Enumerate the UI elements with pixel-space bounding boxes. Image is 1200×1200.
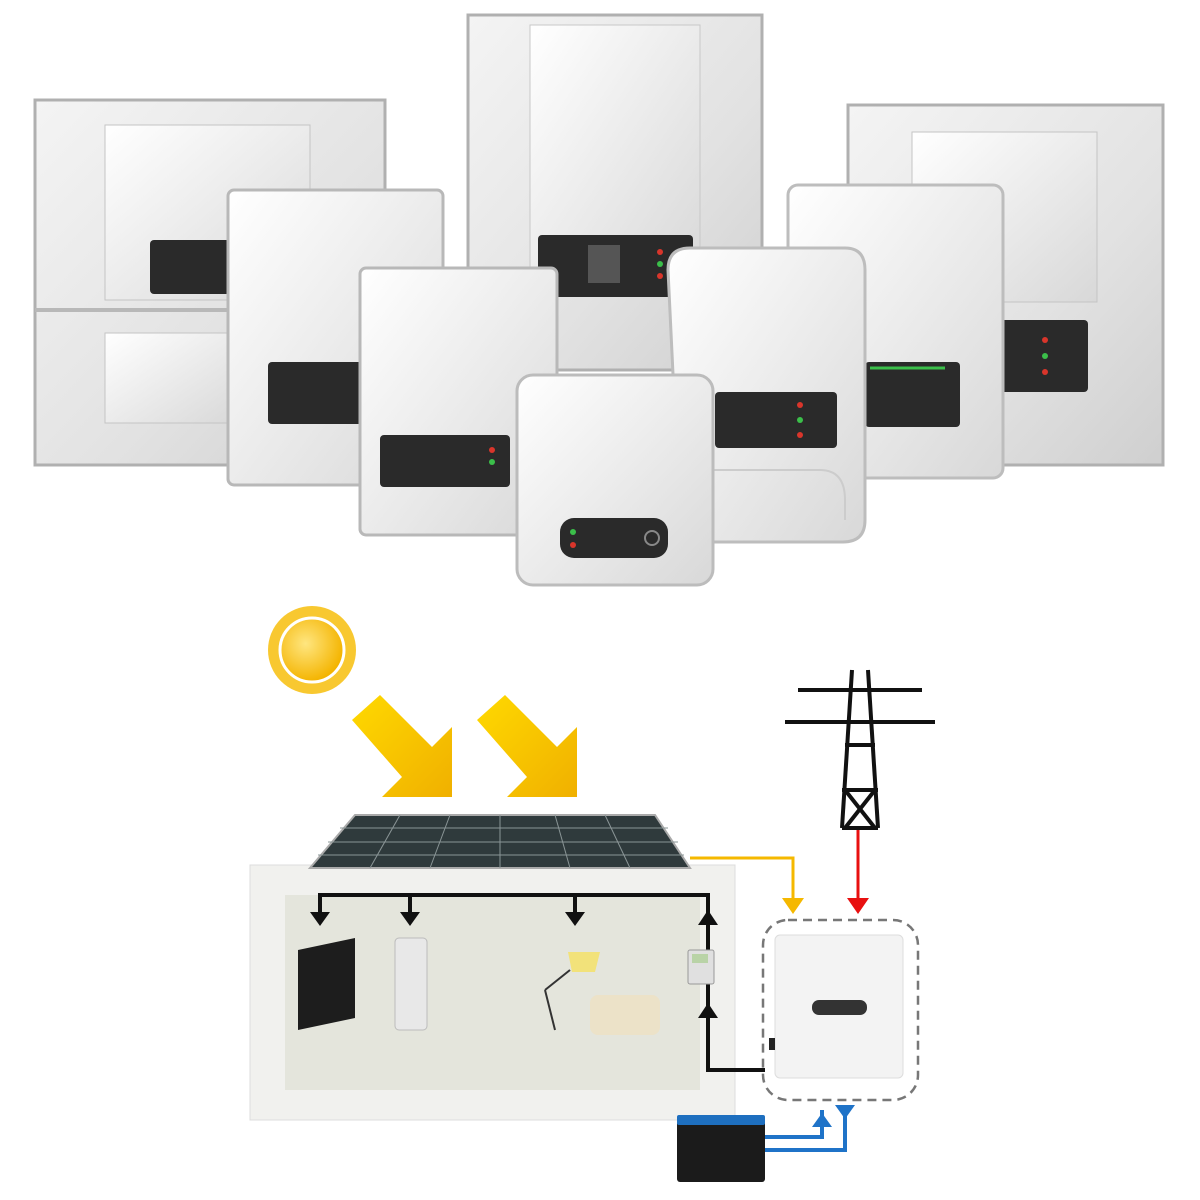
floor-lamp-icon [544,952,600,1031]
hybrid-inverter-icon [769,934,904,1079]
refrigerator-icon [394,937,428,1031]
inverter-lineup [33,13,1165,587]
display-panel [865,362,960,427]
battery-line [765,1105,847,1152]
sunlight-arrow-icon [477,695,577,797]
display-panel [560,518,668,558]
power-pylon-icon [785,669,935,830]
system-diagram [249,606,935,1182]
inverter-dashed-border [761,918,920,1102]
tv-icon [298,938,355,1030]
display-panel [715,392,837,448]
display-panel [268,362,368,424]
display-panel [380,435,510,487]
sofa-icon [590,995,660,1035]
inverter-small-front [515,373,715,587]
pv-line [690,856,795,905]
sun-icon [268,606,356,694]
inverter-center-left [358,266,559,537]
sunlight-arrow-icon [352,695,452,797]
battery-icon [677,1115,765,1182]
room-interior [285,895,700,1090]
display-panel [150,240,230,294]
